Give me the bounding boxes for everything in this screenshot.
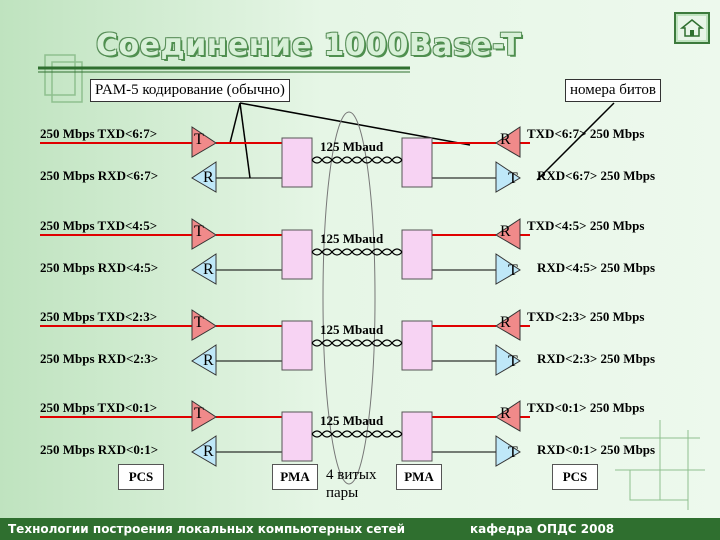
page-title: Соединение 1000Base-T [96,28,522,63]
rx-letter-right: R [500,223,511,240]
rx-letter-right: R [500,314,511,331]
home-button[interactable] [674,12,710,44]
tx-letter-right: T [508,444,518,461]
tx-driver-right [495,161,521,193]
right-rx-label: RXD<2:3> 250 Mbps [537,351,656,366]
tx-driver-left [191,126,217,158]
tx-letter-left: T [194,223,204,240]
twisted-pair-wire [311,156,403,162]
rx-receiver-left [191,344,217,376]
right-tx-label: TXD<6:7> 250 Mbps [527,126,645,141]
tx-letter-left: T [194,131,204,148]
tx-driver-left [191,309,217,341]
right-tx-label: TXD<2:3> 250 Mbps [527,309,645,324]
twisted-pair-wire [311,430,403,436]
tx-driver-right [495,435,521,467]
footer-bar: Технологии построения локальных компьюте… [0,518,720,540]
footer-department: кафедра ОПДС 2008 [470,522,615,536]
right-rx-label: RXD<4:5> 250 Mbps [537,260,656,275]
pcs-right-box: PCS [552,464,598,490]
baud-rate-label: 125 Mbaud [320,322,384,337]
left-rx-label: 250 Mbps RXD<4:5> [40,260,159,275]
left-tx-label: 250 Mbps TXD<2:3> [40,309,158,324]
tx-letter-right: T [508,353,518,370]
tx-letter-left: T [194,314,204,331]
rx-receiver-right [495,126,521,158]
tx-letter-left: T [194,405,204,422]
rx-receiver-left [191,253,217,285]
rx-letter-left: R [203,169,214,186]
rx-letter-left: R [203,261,214,278]
left-tx-label: 250 Mbps TXD<6:7> [40,126,158,141]
rx-receiver-right [495,309,521,341]
pma-block-left [281,137,313,188]
pma-block-right [401,229,433,280]
right-tx-label: TXD<0:1> 250 Mbps [527,400,645,415]
pam-pointer-line [239,102,251,179]
right-rx-label: RXD<0:1> 250 Mbps [537,442,656,457]
tx-letter-right: T [508,170,518,187]
baud-rate-label: 125 Mbaud [320,231,384,246]
rx-letter-right: R [500,131,511,148]
twisted-pairs-line1: 4 витых [326,467,377,483]
pma-left-box: PMA [272,464,318,490]
tx-driver-right [495,253,521,285]
rx-receiver-left [191,435,217,467]
left-rx-label: 250 Mbps RXD<2:3> [40,351,159,366]
rx-receiver-right [495,400,521,432]
pma-block-left [281,229,313,280]
right-rx-label: RXD<6:7> 250 Mbps [537,168,656,183]
bits-pointer-line [536,102,615,181]
twisted-pair-wire [311,339,403,345]
footer-course: Технологии построения локальных компьюте… [8,522,406,536]
pma-block-left [281,320,313,371]
left-tx-label: 250 Mbps TXD<4:5> [40,218,158,233]
pma-block-right [401,320,433,371]
pma-block-right [401,137,433,188]
pma-block-left [281,411,313,462]
baud-rate-label: 125 Mbaud [320,413,384,428]
left-tx-label: 250 Mbps TXD<0:1> [40,400,158,415]
pma-right-box: PMA [396,464,442,490]
rx-letter-left: R [203,352,214,369]
left-rx-label: 250 Mbps RXD<6:7> [40,168,159,183]
pam-pointer-line [229,102,241,144]
bits-callout: номера битов [565,79,661,102]
twisted-pair-wire [311,158,403,164]
rx-letter-right: R [500,405,511,422]
pam-callout: PAM-5 кодирование (обычно) [90,79,290,102]
tx-driver-left [191,218,217,250]
tx-driver-right [495,344,521,376]
left-rx-label: 250 Mbps RXD<0:1> [40,442,159,457]
pairs-bundle-ellipse [322,111,376,485]
twisted-pairs-line2: пары [326,485,359,501]
tx-letter-right: T [508,262,518,279]
twisted-pair-wire [311,248,403,254]
home-icon [679,19,705,37]
pcs-left-box: PCS [118,464,164,490]
right-tx-label: TXD<4:5> 250 Mbps [527,218,645,233]
rx-receiver-right [495,218,521,250]
pma-block-right [401,411,433,462]
rx-letter-left: R [203,443,214,460]
twisted-pairs-label: 4 витых пары [326,466,377,502]
tx-driver-left [191,400,217,432]
twisted-pair-wire [311,432,403,438]
rx-receiver-left [191,161,217,193]
baud-rate-label: 125 Mbaud [320,139,384,154]
twisted-pair-wire [311,250,403,256]
twisted-pair-wire [311,341,403,347]
